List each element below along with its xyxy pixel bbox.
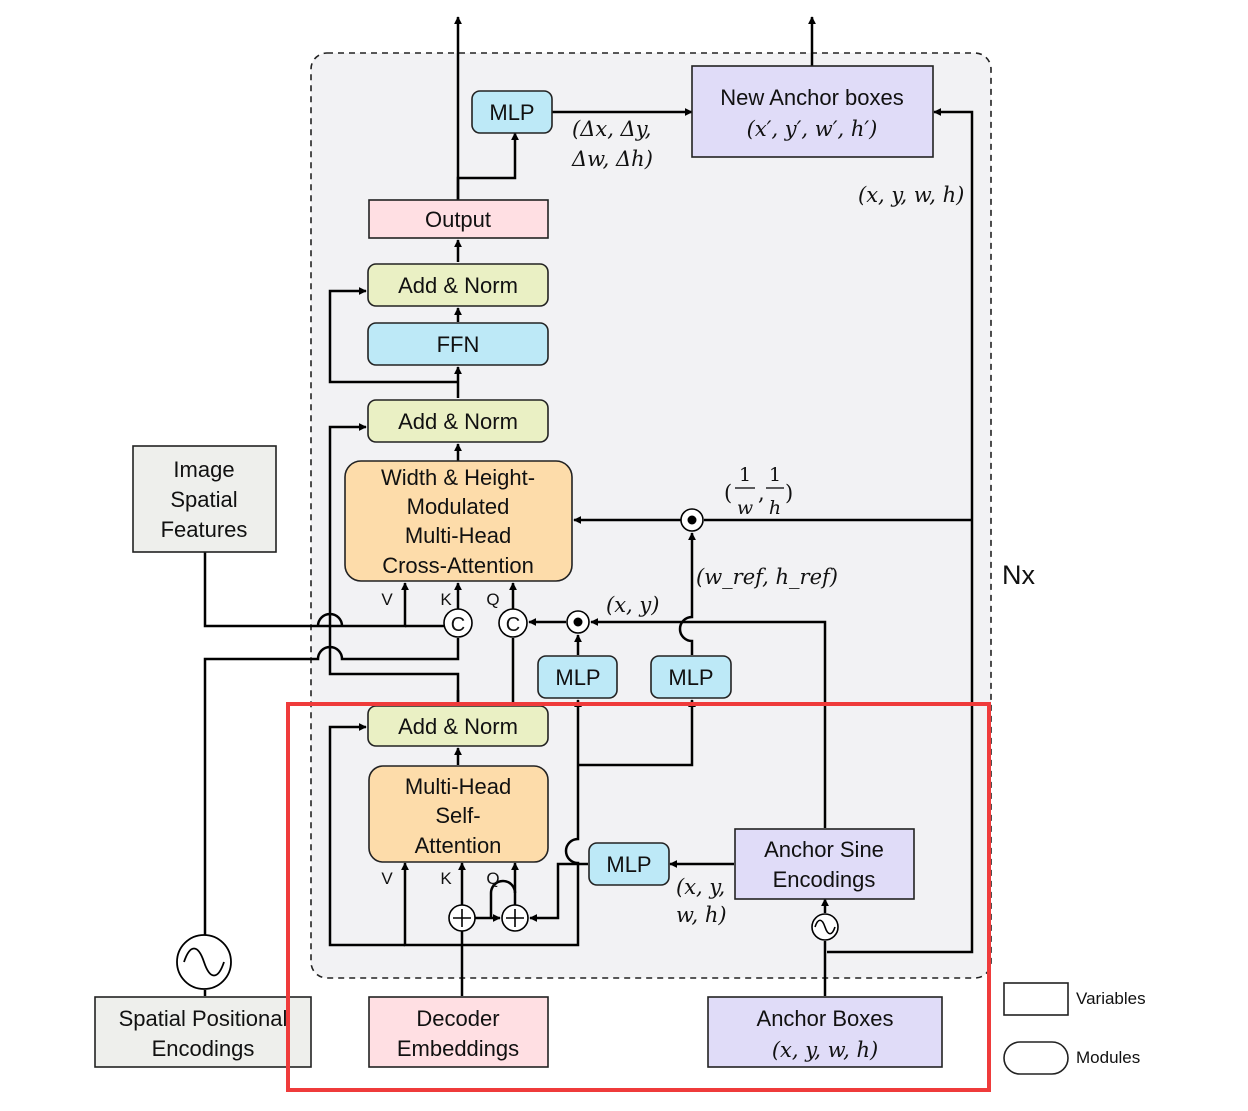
svg-text:Add & Norm: Add & Norm bbox=[398, 273, 518, 298]
svg-text:Add & Norm: Add & Norm bbox=[398, 409, 518, 434]
svg-text:MLP: MLP bbox=[489, 100, 534, 125]
add-op-q bbox=[501, 904, 529, 932]
svg-text:Add & Norm: Add & Norm bbox=[398, 714, 518, 739]
legend-variables-label: Variables bbox=[1076, 989, 1146, 1008]
legend-variables-swatch bbox=[1003, 982, 1069, 1016]
decoder-embeddings-node: Decoder Embeddings bbox=[368, 996, 549, 1068]
xywh-mlp-label-line2: w, h) bbox=[676, 903, 727, 927]
add-op-k bbox=[448, 904, 476, 932]
xy-label: (x, y) bbox=[606, 593, 659, 617]
self-attention-module: Multi-Head Self- Attention bbox=[368, 765, 549, 863]
k-label-cross: K bbox=[440, 590, 452, 609]
cross-attention-module: Width & Height- Modulated Multi-Head Cro… bbox=[344, 460, 573, 582]
svg-text:FFN: FFN bbox=[437, 332, 480, 357]
svg-text:Spatial: Spatial bbox=[170, 487, 237, 512]
svg-text:(x, y, w, h): (x, y, w, h) bbox=[772, 1038, 878, 1062]
v-label-self: V bbox=[381, 869, 393, 888]
svg-text:Encodings: Encodings bbox=[773, 867, 876, 892]
svg-text:Anchor Sine: Anchor Sine bbox=[764, 837, 884, 862]
q-label-self: Q bbox=[486, 869, 499, 888]
k-label-self: K bbox=[440, 869, 452, 888]
ffn-module: FFN bbox=[367, 322, 549, 366]
add-norm-bottom-module: Add & Norm bbox=[367, 705, 549, 747]
svg-text:Self-: Self- bbox=[435, 803, 480, 828]
anchor-boxes-node: Anchor Boxes (x, y, w, h) bbox=[707, 996, 943, 1068]
xywh-feedback-label: (x, y, w, h) bbox=[858, 183, 964, 207]
mlp-ref-wh-module: MLP bbox=[650, 655, 732, 699]
svg-text:C: C bbox=[451, 614, 465, 636]
svg-text:C: C bbox=[506, 614, 520, 636]
svg-text:Attention: Attention bbox=[415, 833, 502, 858]
mlp-query-pos-module: MLP bbox=[537, 655, 618, 699]
legend-modules-swatch bbox=[1003, 1041, 1069, 1075]
image-spatial-features-node: Image Spatial Features bbox=[132, 445, 277, 553]
concat-op-k: C bbox=[443, 608, 473, 638]
sine-transform-icon bbox=[811, 913, 839, 941]
svg-text:(: ( bbox=[724, 481, 732, 505]
add-norm-mid-module: Add & Norm bbox=[367, 399, 549, 443]
svg-text:,: , bbox=[758, 481, 765, 505]
sine-large-icon bbox=[176, 934, 232, 990]
svg-text:Embeddings: Embeddings bbox=[397, 1036, 519, 1061]
nx-label: Nx bbox=[1002, 560, 1035, 590]
svg-text:New Anchor boxes: New Anchor boxes bbox=[720, 85, 903, 110]
svg-text:Encodings: Encodings bbox=[152, 1036, 255, 1061]
svg-text:MLP: MLP bbox=[606, 852, 651, 877]
svg-text:Multi-Head: Multi-Head bbox=[405, 774, 511, 799]
svg-text:(x′, y′, w′, h′): (x′, y′, w′, h′) bbox=[747, 117, 878, 141]
mlp-sine-module: MLP bbox=[588, 842, 670, 886]
xywh-mlp-label-line1: (x, y, bbox=[676, 875, 725, 899]
connectors bbox=[203, 16, 974, 996]
svg-text:Multi-Head: Multi-Head bbox=[405, 523, 511, 548]
q-label-cross: Q bbox=[486, 590, 499, 609]
svg-text:): ) bbox=[785, 481, 793, 505]
delta-label-line2: Δw, Δh) bbox=[571, 147, 653, 171]
new-anchor-boxes-node: New Anchor boxes (x′, y′, w′, h′) bbox=[691, 65, 934, 158]
add-norm-top-module: Add & Norm bbox=[367, 263, 549, 307]
multiply-dot-upper bbox=[680, 508, 704, 532]
svg-text:Decoder: Decoder bbox=[416, 1006, 499, 1031]
svg-text:Anchor Boxes: Anchor Boxes bbox=[757, 1006, 894, 1031]
delta-label-line1: (Δx, Δy, bbox=[572, 117, 651, 141]
svg-text:MLP: MLP bbox=[668, 665, 713, 690]
svg-text:Cross-Attention: Cross-Attention bbox=[382, 553, 534, 578]
output-node: Output bbox=[368, 199, 549, 239]
svg-text:1: 1 bbox=[769, 464, 781, 486]
svg-text:Modulated: Modulated bbox=[407, 494, 510, 519]
inverse-wh-label: ( 1 w , 1 h ) bbox=[724, 464, 793, 519]
svg-text:h: h bbox=[769, 497, 781, 519]
svg-text:Features: Features bbox=[161, 517, 248, 542]
spatial-positional-encodings-node: Spatial Positional Encodings bbox=[94, 996, 312, 1068]
svg-text:1: 1 bbox=[739, 464, 751, 486]
mlp-offset-module: MLP bbox=[471, 90, 553, 134]
v-label-cross: V bbox=[381, 590, 393, 609]
highlight-box bbox=[286, 702, 991, 1092]
concat-op-q: C bbox=[498, 608, 528, 638]
legend-modules-label: Modules bbox=[1076, 1048, 1140, 1067]
wh-ref-label: (w_ref, h_ref) bbox=[696, 565, 838, 589]
multiply-dot-lower bbox=[566, 610, 590, 634]
svg-text:w: w bbox=[737, 497, 753, 519]
svg-text:MLP: MLP bbox=[555, 665, 600, 690]
svg-text:Image: Image bbox=[173, 457, 234, 482]
svg-text:Spatial Positional: Spatial Positional bbox=[119, 1006, 288, 1031]
anchor-sine-encodings-node: Anchor Sine Encodings bbox=[734, 828, 915, 900]
legend: Variables Modules bbox=[1003, 982, 1146, 1075]
svg-text:Width & Height-: Width & Height- bbox=[381, 465, 535, 490]
svg-text:Output: Output bbox=[425, 207, 491, 232]
